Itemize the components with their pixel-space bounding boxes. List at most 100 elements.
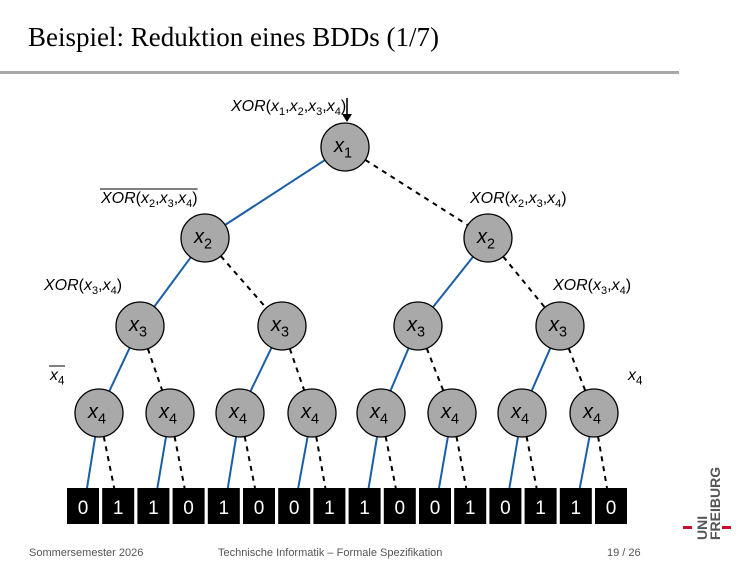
node-variable-label: x4 bbox=[440, 401, 459, 428]
low-edge bbox=[288, 348, 313, 414]
terminal-box bbox=[137, 488, 170, 524]
node-variable-label: x2 bbox=[476, 226, 495, 253]
left-x2-function-label: XOR(x2,x3,x4) bbox=[100, 188, 198, 210]
node-variable-label: x4 bbox=[510, 401, 529, 428]
bdd-node bbox=[427, 388, 477, 438]
logo-accent-right bbox=[722, 526, 731, 529]
bdd-node bbox=[356, 388, 406, 438]
terminal-value: 0 bbox=[289, 498, 300, 519]
terminal-value: 1 bbox=[219, 498, 230, 519]
svg-text:XOR(x2,x3,x4): XOR(x2,x3,x4) bbox=[100, 190, 198, 210]
node-variable-label: x2 bbox=[193, 226, 212, 253]
node-variable-label: x3 bbox=[270, 314, 289, 341]
terminal-box bbox=[67, 488, 99, 524]
svg-text:XOR(x3,x4): XOR(x3,x4) bbox=[43, 277, 122, 297]
slide-title: Beispiel: Reduktion eines BDDs (1/7) bbox=[28, 22, 439, 52]
terminal-box bbox=[383, 488, 416, 524]
svg-text:XOR(x3,x4): XOR(x3,x4) bbox=[552, 277, 631, 297]
root-function-label: XOR(x1,x2,x3,x4) bbox=[230, 98, 346, 118]
bdd-node bbox=[320, 122, 370, 172]
bdd-node bbox=[215, 388, 265, 438]
low-edge bbox=[425, 347, 453, 414]
node-variable-label: x4 bbox=[87, 401, 106, 428]
high-edge bbox=[578, 436, 591, 489]
bdd-node bbox=[569, 388, 619, 438]
footer-page-number: 19 / 26 bbox=[607, 547, 641, 559]
node-variable-label: x1 bbox=[333, 135, 352, 162]
bdd-node bbox=[393, 301, 443, 351]
node-variable-label: x3 bbox=[128, 314, 147, 341]
low-edge bbox=[525, 436, 538, 489]
low-edge bbox=[315, 436, 327, 489]
high-edge bbox=[86, 436, 97, 489]
terminal-box bbox=[278, 488, 311, 524]
terminal-box bbox=[243, 488, 275, 524]
bdd-node bbox=[257, 301, 307, 351]
node-variable-label: x4 bbox=[228, 401, 247, 428]
terminal-value: 1 bbox=[359, 498, 370, 519]
logo-line-freiburg: FREIBURG bbox=[707, 466, 723, 540]
bdd-node bbox=[180, 213, 230, 263]
high-edge bbox=[438, 436, 449, 489]
terminal-box bbox=[207, 488, 240, 524]
high-edge bbox=[367, 436, 379, 489]
high-edge bbox=[297, 436, 309, 489]
terminal-box bbox=[595, 488, 627, 524]
node-variable-label: x4 bbox=[582, 401, 601, 428]
footer-semester: Sommersemester 2026 bbox=[29, 547, 144, 559]
terminal-value: 1 bbox=[571, 498, 582, 519]
bdd-function-labels: XOR(x1,x2,x3,x4) XOR(x2,x3,x4) XOR(x2,x3,x… bbox=[43, 98, 643, 387]
root-arrow-head bbox=[342, 114, 352, 122]
bdd-node bbox=[115, 301, 165, 351]
bdd-node bbox=[145, 388, 195, 438]
svg-text:XOR(x2,x3,x4): XOR(x2,x3,x4) bbox=[469, 190, 567, 210]
university-logo: UNI FREIBURG bbox=[694, 466, 723, 540]
bdd-node bbox=[497, 388, 547, 438]
terminal-value: 0 bbox=[500, 498, 511, 519]
terminal-value: 0 bbox=[78, 498, 89, 519]
terminal-value: 1 bbox=[465, 498, 476, 519]
bdd-node bbox=[287, 388, 337, 438]
bdd-node bbox=[463, 213, 513, 263]
node-variable-label: x4 bbox=[300, 401, 319, 428]
left-x4-function-label: x4 bbox=[49, 365, 65, 387]
low-edge bbox=[243, 436, 256, 489]
bdd-node bbox=[74, 388, 124, 438]
terminal-box bbox=[489, 488, 522, 524]
terminal-box bbox=[102, 488, 135, 524]
terminal-box bbox=[559, 488, 592, 524]
high-edge bbox=[508, 436, 520, 489]
terminal-box bbox=[419, 488, 451, 524]
low-edge bbox=[146, 348, 171, 414]
svg-text:x4: x4 bbox=[49, 367, 65, 387]
high-edge bbox=[226, 436, 238, 489]
low-edge bbox=[597, 436, 608, 489]
terminal-box bbox=[172, 488, 205, 524]
node-variable-label: x3 bbox=[548, 314, 567, 341]
node-variable-label: x3 bbox=[406, 314, 425, 341]
low-edge bbox=[384, 436, 397, 489]
terminal-value: 0 bbox=[606, 498, 617, 519]
high-edge bbox=[156, 436, 168, 489]
low-edge bbox=[173, 436, 186, 489]
right-x4-function-label: x4 bbox=[627, 367, 643, 387]
terminal-box bbox=[348, 488, 381, 524]
svg-text:x4: x4 bbox=[627, 367, 643, 387]
terminal-value: 0 bbox=[254, 498, 265, 519]
left-x3-function-label: XOR(x3,x4) bbox=[43, 277, 122, 297]
logo-accent-left bbox=[683, 526, 692, 529]
terminal-box bbox=[524, 488, 557, 524]
terminal-value: 0 bbox=[430, 498, 441, 519]
right-x3-function-label: XOR(x3,x4) bbox=[552, 277, 631, 297]
terminal-value: 0 bbox=[395, 498, 406, 519]
terminal-value: 1 bbox=[113, 498, 124, 519]
terminal-value: 1 bbox=[324, 498, 335, 519]
node-variable-label: x4 bbox=[369, 401, 388, 428]
terminal-box bbox=[313, 488, 346, 524]
low-edge bbox=[102, 436, 116, 489]
terminal-value: 1 bbox=[148, 498, 159, 519]
right-x2-function-label: XOR(x2,x3,x4) bbox=[469, 190, 567, 210]
terminal-value: 1 bbox=[535, 498, 546, 519]
